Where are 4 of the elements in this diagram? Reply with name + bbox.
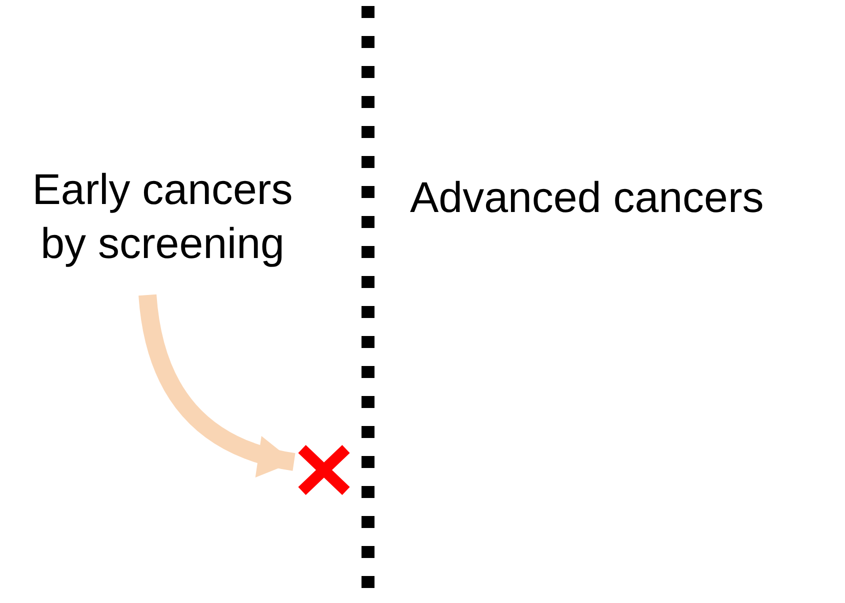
annotation-text: Early cancers by screening: [10, 163, 315, 271]
cross-mark: [296, 443, 352, 497]
side-label: Advanced cancers: [410, 173, 764, 224]
curved-arrow: [138, 294, 296, 476]
